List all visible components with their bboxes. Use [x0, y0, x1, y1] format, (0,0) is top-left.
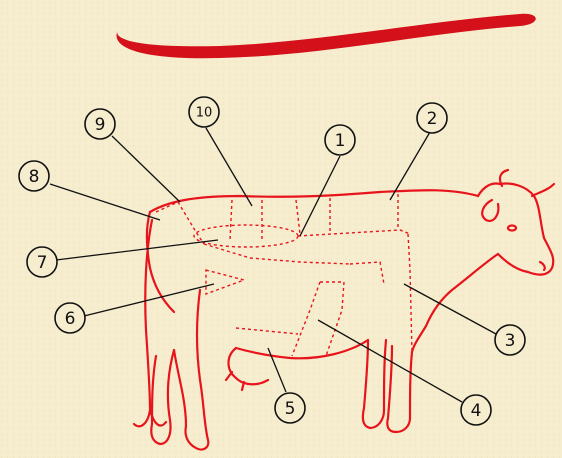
- callout-3-label: 3: [505, 331, 516, 351]
- callout-1-label: 1: [335, 131, 346, 151]
- callout-4-label: 4: [471, 401, 482, 421]
- callout-8-label: 8: [29, 167, 40, 187]
- callout-1: 1: [325, 125, 355, 155]
- callout-2: 2: [417, 103, 447, 133]
- callout-4: 4: [461, 395, 491, 425]
- callout-7: 7: [27, 247, 57, 277]
- callout-10-label: 10: [196, 106, 213, 121]
- callout-9: 9: [85, 109, 115, 139]
- callout-2-label: 2: [427, 109, 438, 129]
- callout-3: 3: [495, 325, 525, 355]
- callout-6: 6: [55, 303, 85, 333]
- callout-9-label: 9: [95, 115, 106, 135]
- callout-7-label: 7: [37, 253, 48, 273]
- callout-10: 10: [189, 97, 219, 127]
- callout-6-label: 6: [65, 309, 76, 329]
- callout-5: 5: [275, 393, 305, 423]
- callout-8: 8: [19, 161, 49, 191]
- callout-5-label: 5: [285, 399, 296, 419]
